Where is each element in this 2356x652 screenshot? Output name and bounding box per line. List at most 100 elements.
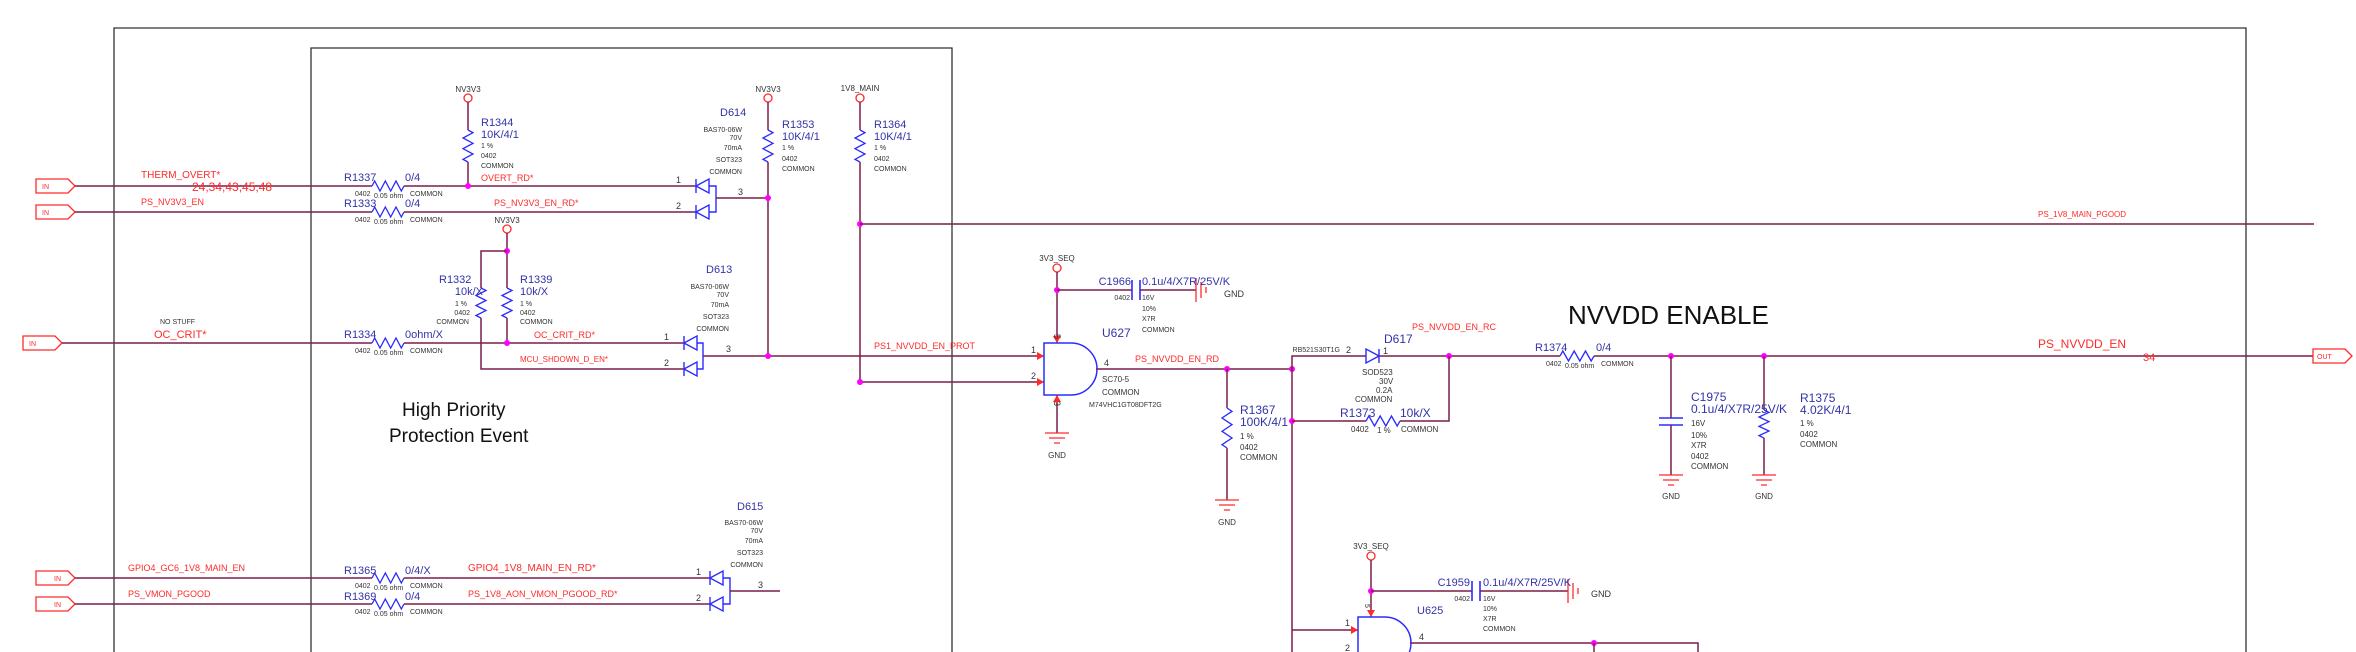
pkg: 0402 — [355, 217, 371, 224]
voltage: 16V — [1142, 295, 1155, 302]
ref: C1959 — [1438, 577, 1470, 589]
resistor-r1353: R1353 10K/4/1 1 % 0402 COMMON — [782, 119, 820, 173]
section-title-nvvdd-enable: NVVDD ENABLE — [1568, 300, 1769, 330]
pin: 4 — [1419, 632, 1424, 642]
resistor-r1369: R1369 0/4 0402 0.05 ohm COMMON — [344, 591, 443, 618]
net-ps1-nvvdd-en-prot: PS1_NVVDD_EN_PROT — [874, 341, 976, 351]
resistor-r1332: R1332 10k/X 1 % 0402 COMMON — [436, 274, 483, 326]
gnd-label: GND — [1591, 589, 1612, 599]
current: 0.2A — [1376, 386, 1393, 395]
diode-d617: RB521S30T1G 2 D617 1 SOD523 30V 0.2A COM… — [1293, 332, 1413, 404]
grp: COMMON — [874, 166, 907, 173]
ref: R1365 — [344, 565, 376, 577]
part: BAS70-06W — [703, 127, 742, 134]
ref: R1375 — [1800, 391, 1836, 405]
junction-dot — [765, 353, 771, 359]
grp: COMMON — [410, 609, 443, 616]
gnd-label: GND — [1218, 518, 1236, 527]
wire — [1400, 356, 1450, 422]
ref: R1373 — [1340, 406, 1376, 420]
part: BAS70-06W — [724, 520, 763, 527]
value: 0.1u/4/X7R/25V/K — [1142, 276, 1231, 288]
ground-icon — [1567, 579, 1579, 603]
capacitor-icon — [1131, 280, 1141, 300]
pkg: 0402 — [1454, 596, 1470, 603]
value: 10k/X — [1400, 406, 1431, 420]
gnd-label: GND — [1662, 492, 1680, 501]
resistor-r1364: R1364 10K/4/1 1 % 0402 COMMON — [874, 119, 912, 173]
voltage: 16V — [1691, 419, 1706, 428]
pin-arrow — [1053, 395, 1061, 402]
value: 0/4 — [405, 591, 420, 603]
power-3v3-seq: 3V3_SEQ — [1353, 542, 1389, 551]
resistor-icon — [853, 129, 867, 163]
and-gate-icon — [1043, 342, 1098, 396]
net-ps-nvvdd-en-rd: PS_NVVDD_EN_RD — [1135, 354, 1220, 364]
ref: R1337 — [344, 172, 376, 184]
tol: 0.05 ohm — [374, 585, 403, 592]
resistor-r1373: R1373 10k/X 0402 1 % COMMON — [1340, 406, 1439, 435]
pin: 1 — [676, 175, 681, 185]
grp: COMMON — [696, 326, 729, 333]
part: BAS70-06W — [690, 284, 729, 291]
ref: R1332 — [439, 274, 471, 286]
tol: 0.05 ohm — [1565, 363, 1594, 370]
pin: 5 — [1052, 334, 1062, 339]
pkg: 0402 — [520, 310, 536, 317]
ref: C1975 — [1691, 390, 1727, 404]
resistor-r1374: R1374 0/4 0402 0.05 ohm COMMON — [1535, 342, 1634, 370]
value: 10K/4/1 — [481, 129, 519, 141]
tol: 10% — [1691, 431, 1707, 440]
input-port-icon — [22, 335, 63, 351]
diode-icon — [694, 177, 710, 195]
diode-d613: D613 BAS70-06W 70V 70mA SOT323 COMMON 1 … — [664, 264, 732, 368]
net-overt-rd: OVERT_RD* — [481, 173, 534, 183]
pin: 1 — [1383, 346, 1388, 356]
gate-u625: U625 1 2 4 5 — [1345, 604, 1443, 652]
ref: D614 — [720, 107, 746, 119]
port-label: IN — [42, 210, 49, 217]
grp: COMMON — [410, 583, 443, 590]
resistor-icon — [1757, 409, 1771, 439]
grp: COMMON — [1691, 462, 1729, 471]
capacitor-c1966: C1966 0.1u/4/X7R/25V/K 0402 16V 10% X7R … — [1099, 276, 1231, 334]
capacitor-icon — [1659, 417, 1683, 426]
pin: 5 — [1363, 604, 1370, 608]
ref: R1353 — [782, 119, 814, 131]
tol: 0.05 ohm — [374, 193, 403, 200]
diode-icon — [708, 569, 724, 587]
pkg: 0402 — [1800, 430, 1818, 439]
port-label: IN — [54, 576, 61, 583]
net-ps-1v8-main-pgood: PS_1V8_MAIN_PGOOD — [2038, 210, 2126, 219]
pin: 1 — [664, 332, 669, 342]
value: 0/4 — [405, 198, 420, 210]
resistor-r1334: R1334 0ohm/X 0402 0.05 ohm COMMON — [344, 329, 444, 357]
ground-icon — [1045, 432, 1069, 444]
diode-d614: D614 BAS70-06W 70V 70mA SOT323 COMMON 1 … — [676, 107, 746, 211]
pkg: 0402 — [782, 156, 798, 163]
tol: 1 % — [1377, 426, 1391, 435]
value: 0/4/X — [405, 565, 431, 577]
diode-d615: D615 BAS70-06W 70V 70mA SOT323 COMMON 1 … — [696, 501, 763, 603]
port-label: IN — [29, 341, 36, 348]
pkg: 0402 — [1546, 361, 1562, 368]
port-label: IN — [54, 602, 61, 609]
power-symbol — [763, 93, 773, 103]
capacitor-c1975: C1975 0.1u/4/X7R/25V/K 16V 10% X7R 0402 … — [1691, 390, 1787, 471]
grp: COMMON — [1102, 388, 1140, 397]
resistor-icon — [371, 336, 405, 350]
diode-icon — [694, 203, 710, 221]
capacitor-icon — [1471, 581, 1481, 601]
net-ps-nv3v3-en-rd: PS_NV3V3_EN_RD* — [494, 198, 579, 208]
gnd-label: GND — [1048, 451, 1066, 460]
pkg: 0402 — [1114, 295, 1130, 302]
diode-icon — [682, 360, 698, 378]
resistor-icon — [1559, 349, 1595, 363]
grp: COMMON — [410, 217, 443, 224]
grp: COMMON — [1601, 361, 1634, 368]
grp: COMMON — [1401, 425, 1439, 434]
grp: COMMON — [1800, 440, 1838, 449]
ground-icon — [1195, 278, 1207, 302]
ref: D617 — [1384, 332, 1413, 346]
pkg: 0402 — [1240, 443, 1258, 452]
